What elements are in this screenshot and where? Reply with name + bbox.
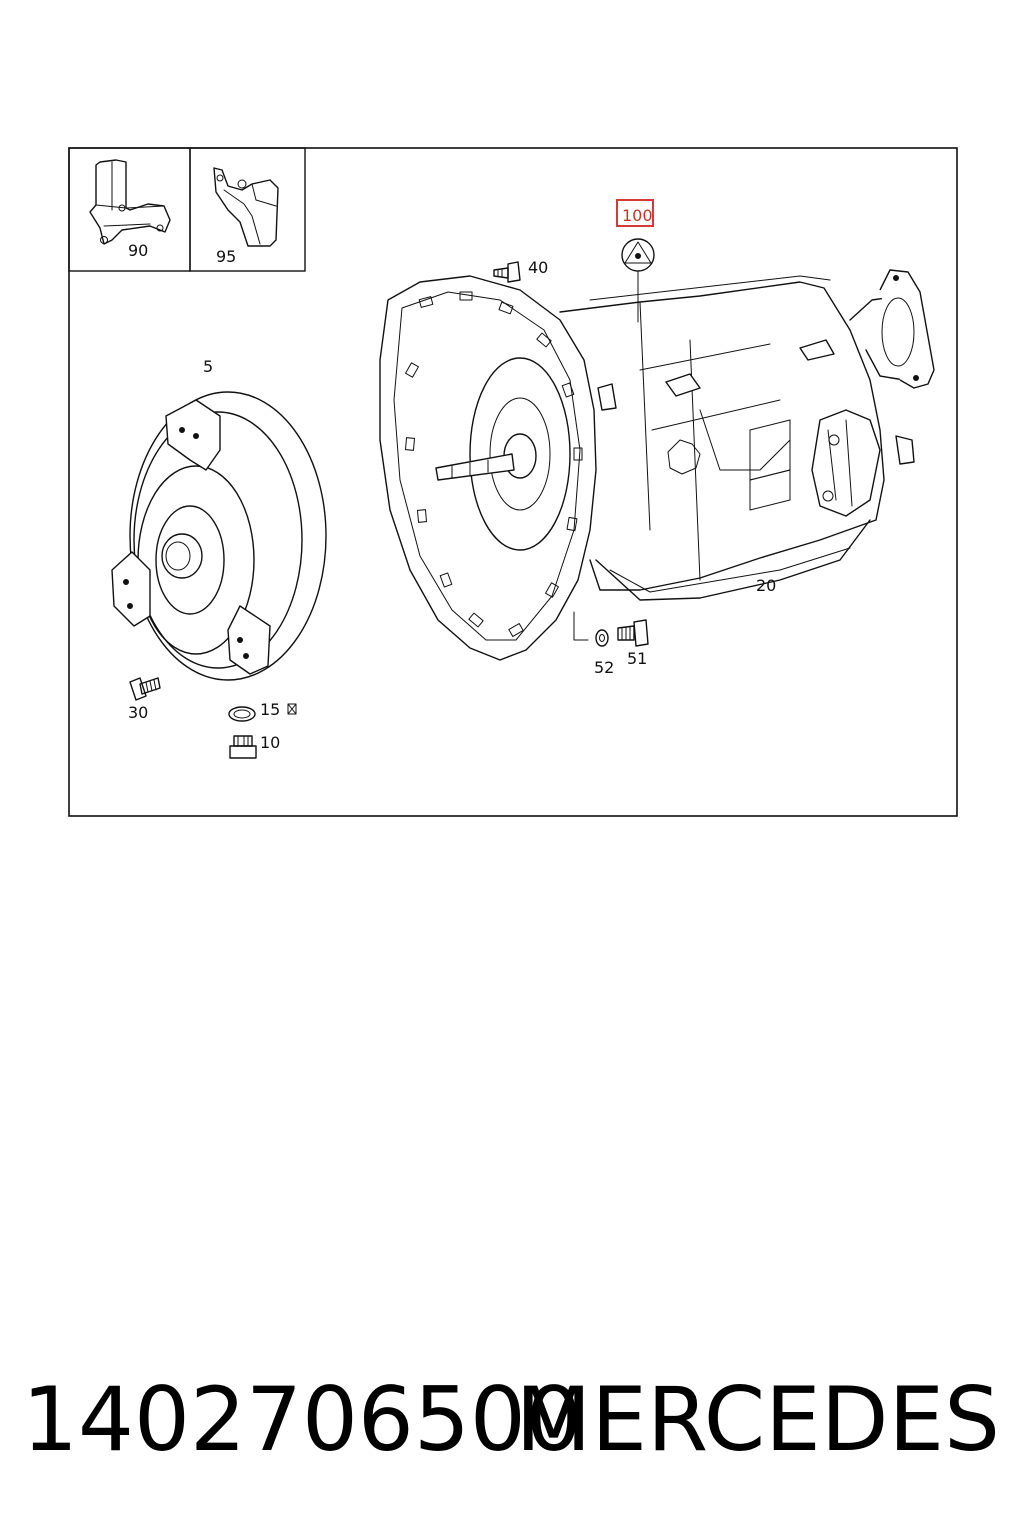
callout-40: 40	[528, 258, 548, 277]
callout-20: 20	[756, 576, 776, 595]
bolt-51-drawing	[617, 619, 649, 647]
brand-name: MERCEDES	[515, 1368, 1000, 1471]
callout-10: 10	[260, 733, 280, 752]
highlight-box-100	[616, 199, 654, 227]
bracket-90-drawing	[89, 159, 171, 245]
bolt-40-drawing	[493, 261, 521, 283]
callout-30: 30	[128, 703, 148, 722]
callout-100: 100	[622, 206, 653, 225]
bolt-30-drawing	[129, 677, 161, 701]
plug-10-drawing	[229, 735, 257, 759]
callout-90: 90	[128, 241, 148, 260]
part-number: 1402706500	[22, 1368, 582, 1471]
callout-5: 5	[203, 357, 213, 376]
inset-box-95	[189, 147, 306, 272]
footer: 1402706500 MERCEDES	[0, 1370, 1024, 1480]
callout-95: 95	[216, 247, 236, 266]
torque-converter-drawing	[111, 391, 327, 681]
callout-52: 52	[594, 658, 614, 677]
transmission-drawing	[379, 269, 935, 661]
callout-15: 15	[260, 700, 280, 719]
callout-51: 51	[627, 649, 647, 668]
shield-95-drawing	[213, 167, 279, 247]
diagram-frame	[68, 147, 958, 817]
seal-ring-15-drawing	[228, 703, 297, 722]
label-100-drawing	[621, 238, 655, 323]
washer-52-drawing	[595, 629, 609, 647]
